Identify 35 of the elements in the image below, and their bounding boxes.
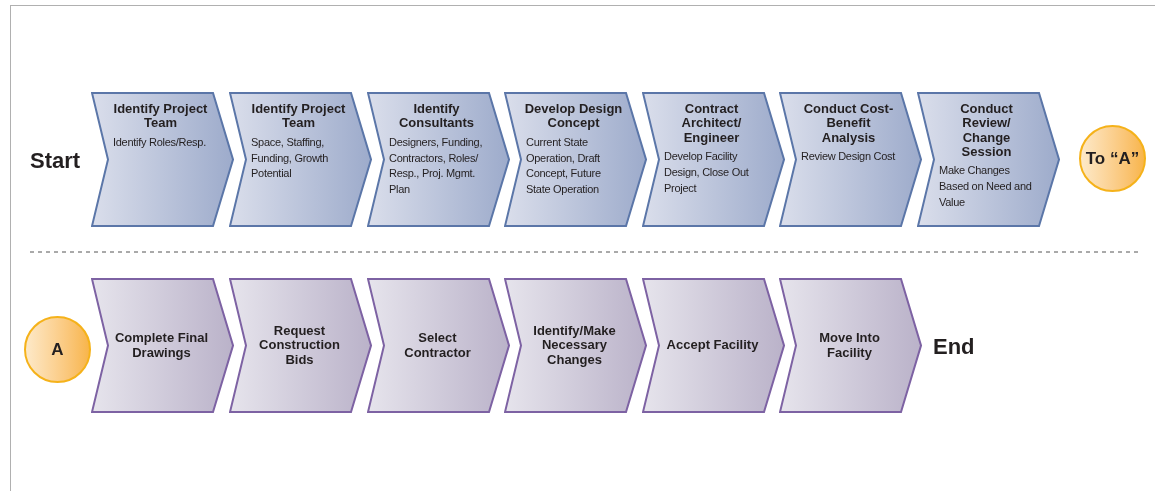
step-title: Move Into Facility <box>818 331 881 360</box>
chevron-step <box>779 92 922 227</box>
chevron-step <box>367 92 510 227</box>
step-title: Conduct Review/ Change Session <box>959 102 1014 160</box>
step-title: Develop Design Concept <box>523 102 624 131</box>
step-title: Request Construction Bids <box>258 324 341 367</box>
chevron-step <box>642 278 785 413</box>
chevron-step <box>91 278 234 413</box>
step-title: Complete Final Drawings <box>113 331 210 360</box>
step-description: Develop Facility Design, Close Out Project <box>663 148 750 196</box>
step-title: Identify Project Team <box>250 102 347 131</box>
chevron-step <box>229 278 372 413</box>
chevron-step <box>779 278 922 413</box>
chevron-step <box>229 92 372 227</box>
chevron-step <box>367 278 510 413</box>
step-description: Space, Staffing, Funding, Growth Potential <box>250 134 330 182</box>
step-title: Select Contractor <box>403 331 472 360</box>
step-description: Current State Operation, Draft Concept, Future State Operation <box>525 134 602 198</box>
step-title: Identify Project Team <box>112 102 209 131</box>
step-description: Make Changes Based on Need and Value <box>938 163 1033 211</box>
step-title: Contract Architect/ Engineer <box>680 102 743 145</box>
chevron-step <box>504 278 647 413</box>
step-description: Designers, Funding, Contractors, Roles/ Resp., Proj. Mgmt. Plan <box>388 134 484 198</box>
step-title: Conduct Cost-Benefit Analysis <box>802 102 895 145</box>
flow-terminal-label: Start <box>30 147 81 175</box>
chevron-step <box>917 92 1060 227</box>
step-description: Identify Roles/Resp. <box>112 134 207 150</box>
step-title: Identify Consultants <box>397 102 476 131</box>
step-title: Identify/Make Necessary Changes <box>532 324 617 367</box>
chevron-step <box>642 92 785 227</box>
chevron-step <box>504 92 647 227</box>
chevron-step <box>91 92 234 227</box>
step-description: Review Design Cost <box>800 148 897 164</box>
step-title: Accept Facility <box>666 338 759 353</box>
flow-terminal-label: End <box>933 333 975 361</box>
